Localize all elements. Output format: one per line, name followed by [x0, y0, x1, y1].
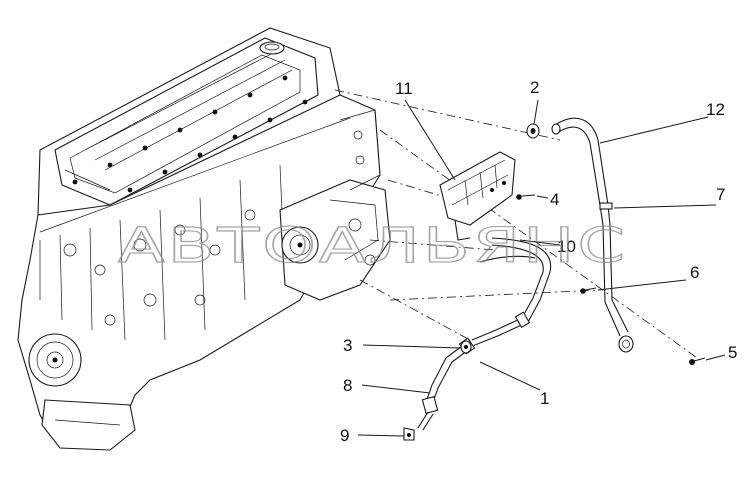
callout-12: 12 — [706, 100, 725, 119]
watermark-text: АВТОАЛЬЯНС — [118, 218, 628, 274]
part-12-hose — [551, 117, 613, 226]
part-3-washer — [460, 340, 472, 354]
callout-10: 10 — [557, 237, 576, 256]
engine-block — [17, 27, 391, 451]
part-7-pipe — [602, 224, 634, 353]
part-11-housing — [439, 151, 516, 241]
crank-pulley — [28, 333, 82, 387]
part-4-bolt — [516, 194, 536, 200]
head-bolts — [72, 75, 308, 193]
part-9-fitting — [403, 427, 415, 441]
callout-8: 8 — [343, 376, 352, 395]
callout-9: 9 — [340, 426, 349, 445]
fuel-pump-assembly — [279, 109, 391, 301]
callout-labels: 11 2 12 7 4 10 6 5 3 8 1 9 — [340, 78, 737, 445]
callout-6: 6 — [690, 263, 699, 282]
part-8-fitting — [417, 396, 439, 431]
callout-5: 5 — [728, 343, 737, 362]
callout-4: 4 — [550, 190, 559, 209]
block-bosses — [63, 209, 256, 326]
callout-1: 1 — [540, 389, 549, 408]
callout-2: 2 — [530, 78, 539, 97]
callout-7: 7 — [716, 185, 725, 204]
callout-leaders — [357, 99, 726, 437]
part-10-tube — [471, 237, 552, 346]
part-2-clamp — [526, 123, 540, 139]
part-5-bolt — [689, 357, 706, 365]
callout-3: 3 — [343, 336, 352, 355]
callout-11: 11 — [395, 79, 413, 98]
part-6-bolt — [580, 287, 597, 294]
